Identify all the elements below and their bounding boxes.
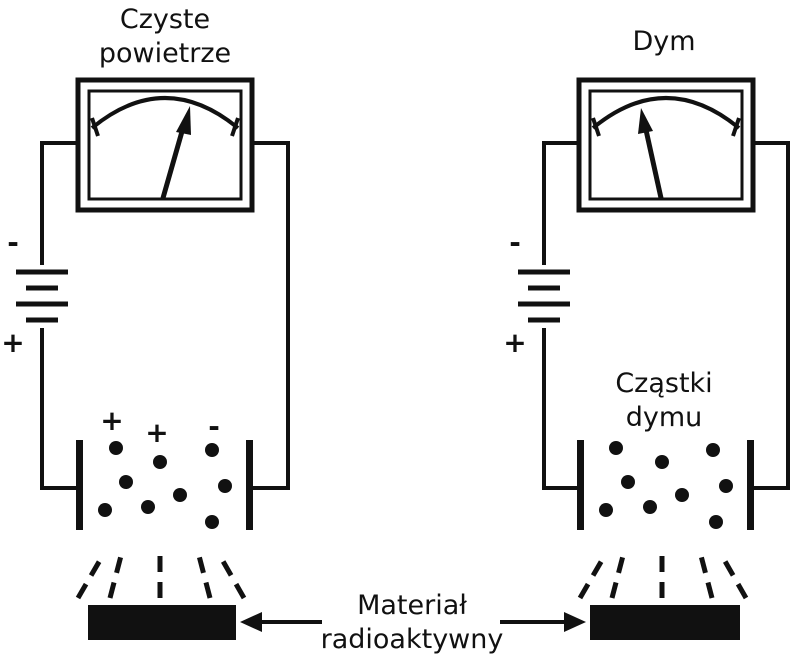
arrow-right-icon <box>500 612 586 632</box>
right-battery-plus: + <box>503 326 526 359</box>
right-title: Dym <box>632 26 695 57</box>
right-needle <box>643 129 664 199</box>
left-title-line2: powietrze <box>99 38 231 69</box>
left-battery-icon <box>16 269 68 323</box>
left-battery-plus: + <box>1 326 24 359</box>
left-charge-minus: - <box>208 410 220 443</box>
right-wire-loop <box>542 141 790 490</box>
left-ions <box>98 441 232 529</box>
right-circuit: Dym - + Cząstki dymu <box>503 26 790 640</box>
left-radioactive-source <box>88 605 236 640</box>
left-charge-plus-2: + <box>145 416 168 449</box>
left-wire-loop <box>40 141 290 490</box>
right-radioactive-source <box>590 605 740 640</box>
left-needle-tip <box>176 106 191 135</box>
right-smoke-particles <box>599 441 733 529</box>
right-ammeter <box>576 77 756 213</box>
left-circuit: Czyste powietrze - + + + - <box>1 4 290 640</box>
right-plate-positive <box>747 440 754 530</box>
right-battery-icon <box>518 269 570 323</box>
right-radiation-rays <box>577 546 749 600</box>
left-ammeter <box>75 77 255 213</box>
left-battery-minus: - <box>7 226 19 259</box>
source-label-group: Materiał radioaktywny <box>240 590 586 655</box>
source-label-line1: Materiał <box>357 590 467 621</box>
left-radiation-rays <box>75 546 247 600</box>
right-particles-line1: Cząstki <box>615 368 712 399</box>
left-plate-positive <box>246 440 253 530</box>
left-plate-negative <box>76 440 83 530</box>
left-charge-plus-1: + <box>100 404 123 437</box>
right-plate-negative <box>577 440 584 530</box>
left-needle <box>160 127 186 199</box>
right-needle-tip <box>638 108 653 134</box>
right-particles-line2: dymu <box>626 402 703 433</box>
right-battery-minus: - <box>509 226 521 259</box>
source-label-line2: radioaktywny <box>321 624 504 655</box>
left-title-line1: Czyste <box>120 4 210 35</box>
arrow-left-icon <box>240 612 322 632</box>
